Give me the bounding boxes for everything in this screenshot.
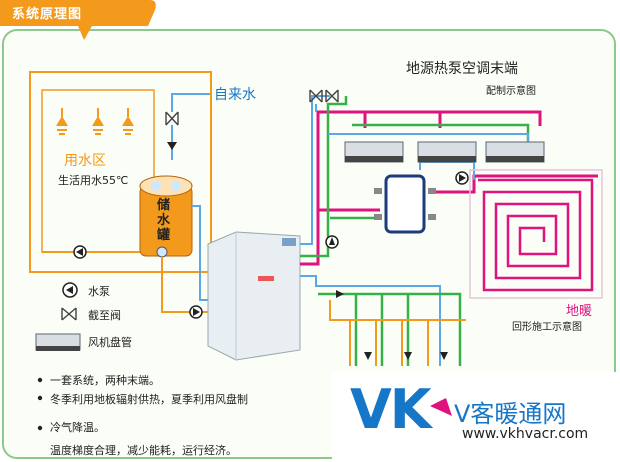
- fan-coil-units: [344, 141, 545, 163]
- floor-manifold: [300, 275, 466, 366]
- legend-valve-label: 截至阀: [88, 309, 121, 322]
- watermark-logo-mark: [430, 398, 452, 416]
- note-line-2: 冬季利用地板辐射供热，夏季利用风盘制: [50, 393, 248, 406]
- heat-pump-unit: [207, 231, 301, 361]
- legend-fan-coil-label: 风机盘管: [88, 336, 132, 349]
- watermark-panel: [332, 372, 620, 462]
- legend-valve-icon: [61, 307, 77, 321]
- tap-valve: [165, 111, 179, 126]
- tank-label: 储水罐: [157, 198, 171, 243]
- watermark-url: www.vkhvacr.com: [462, 426, 589, 442]
- floor-heating-label: 地暖: [566, 304, 593, 319]
- legend-fan-coil-icon: [35, 333, 81, 351]
- legend-pump-label: 水泵: [88, 285, 110, 298]
- buffer-tank: [374, 174, 436, 234]
- domestic-water-label: 生活用水55℃: [58, 174, 129, 187]
- terminal-title: 地源热泵空调末端: [406, 61, 518, 77]
- piping-diagram-label: 配制示意图: [486, 86, 536, 97]
- use-zone-label: 用水区: [64, 153, 106, 169]
- note-line-3: 冷气降温。: [50, 421, 105, 434]
- storage-tank: [139, 175, 193, 258]
- header-tab: [0, 0, 156, 40]
- note-line-4: 温度梯度合理，减少能耗，运行经济。: [50, 444, 237, 457]
- terminal-valves: [309, 89, 339, 103]
- watermark-logo: VK: [350, 378, 432, 441]
- header-title: 系统原理图: [12, 7, 83, 22]
- floor-heating-coil: [469, 169, 603, 299]
- use-zone-box: [29, 71, 212, 273]
- tap-water-label: 自来水: [214, 87, 256, 103]
- loop-diagram-label: 回形施工示意图: [512, 322, 582, 333]
- shower-heads: [56, 108, 134, 135]
- note-bullets: [37, 377, 43, 431]
- watermark-brand: V客暖通网: [454, 400, 567, 428]
- note-line-1: 一套系统，两种末端。: [50, 374, 160, 387]
